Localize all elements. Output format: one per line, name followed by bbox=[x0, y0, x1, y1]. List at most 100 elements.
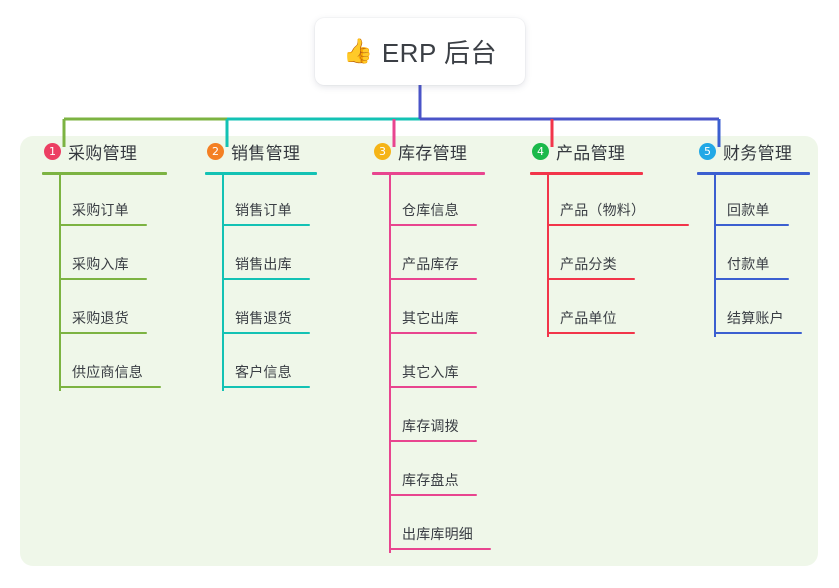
column-title: 采购管理 bbox=[68, 143, 138, 163]
column-badge-icon: 1 bbox=[44, 142, 61, 160]
column-header-rule bbox=[697, 172, 810, 175]
column-badge-icon: 4 bbox=[532, 142, 549, 160]
list-item-rule bbox=[389, 386, 477, 388]
list-item-label: 产品库存 bbox=[402, 256, 459, 272]
list-item[interactable]: 供应商信息 bbox=[42, 337, 167, 391]
list-item-label: 其它出库 bbox=[402, 310, 459, 326]
list-item-label: 库存调拨 bbox=[402, 418, 459, 434]
column-spine bbox=[714, 175, 716, 337]
list-item-label: 结算账户 bbox=[727, 310, 784, 326]
list-item[interactable]: 付款单 bbox=[697, 229, 810, 283]
list-item[interactable]: 采购退货 bbox=[42, 283, 167, 337]
column-spine bbox=[547, 175, 549, 337]
root-title-card[interactable]: 👍 ERP 后台 bbox=[315, 18, 525, 85]
column-badge-icon: 2 bbox=[207, 142, 224, 160]
column-2: 2 销售管理销售订单销售出库销售退货客户信息 bbox=[205, 136, 317, 391]
list-item[interactable]: 回款单 bbox=[697, 175, 810, 229]
list-item-rule bbox=[389, 494, 477, 496]
list-item-rule bbox=[59, 224, 147, 226]
list-item[interactable]: 产品（物料） bbox=[530, 175, 689, 229]
list-item-label: 采购订单 bbox=[72, 202, 129, 218]
column-spine bbox=[389, 175, 391, 553]
list-item-rule bbox=[547, 278, 635, 280]
list-item[interactable]: 其它入库 bbox=[372, 337, 485, 391]
column-items: 销售订单销售出库销售退货客户信息 bbox=[205, 175, 317, 391]
column-4: 4 产品管理产品（物料） 产品分类产品单位 bbox=[530, 136, 689, 337]
list-item-label: 供应商信息 bbox=[72, 364, 143, 380]
list-item-rule bbox=[714, 224, 789, 226]
list-item-rule bbox=[389, 440, 477, 442]
list-item[interactable]: 产品库存 bbox=[372, 229, 485, 283]
list-item[interactable]: 产品分类 bbox=[530, 229, 643, 283]
root-title-inner: 👍 ERP 后台 bbox=[343, 33, 497, 70]
column-title: 产品管理 bbox=[556, 143, 626, 163]
list-item-rule bbox=[389, 224, 477, 226]
list-item-rule bbox=[59, 332, 147, 334]
column-header-3[interactable]: 3 库存管理 bbox=[372, 136, 485, 166]
column-title: 财务管理 bbox=[723, 143, 793, 163]
list-item-label: 回款单 bbox=[727, 202, 770, 218]
list-item[interactable]: 结算账户 bbox=[697, 283, 810, 337]
column-header-rule bbox=[42, 172, 167, 175]
column-spine bbox=[59, 175, 61, 391]
column-header-1[interactable]: 1 采购管理 bbox=[42, 136, 167, 166]
column-header-4[interactable]: 4 产品管理 bbox=[530, 136, 643, 166]
list-item[interactable]: 产品单位 bbox=[530, 283, 643, 337]
list-item-rule bbox=[222, 386, 310, 388]
column-header-2[interactable]: 2 销售管理 bbox=[205, 136, 317, 166]
list-item-rule bbox=[222, 332, 310, 334]
list-item-rule bbox=[389, 548, 491, 550]
list-item[interactable]: 库存调拨 bbox=[372, 391, 485, 445]
column-items: 采购订单采购入库采购退货供应商信息 bbox=[42, 175, 167, 391]
list-item-label: 库存盘点 bbox=[402, 472, 459, 488]
list-item[interactable]: 客户信息 bbox=[205, 337, 317, 391]
root-title-text: ERP 后台 bbox=[381, 38, 498, 68]
list-item[interactable]: 采购订单 bbox=[42, 175, 167, 229]
list-item-rule bbox=[714, 278, 789, 280]
column-header-rule bbox=[530, 172, 643, 175]
column-badge-icon: 3 bbox=[374, 142, 391, 160]
list-item-label: 销售出库 bbox=[235, 256, 292, 272]
list-item-rule bbox=[222, 278, 310, 280]
list-item[interactable]: 库存盘点 bbox=[372, 445, 485, 499]
list-item[interactable]: 销售出库 bbox=[205, 229, 317, 283]
list-item[interactable]: 销售订单 bbox=[205, 175, 317, 229]
list-item-rule bbox=[714, 332, 802, 334]
list-item-rule bbox=[389, 278, 477, 280]
column-items: 仓库信息产品库存其它出库其它入库库存调拨库存盘点出库库明细 bbox=[372, 175, 491, 553]
list-item[interactable]: 采购入库 bbox=[42, 229, 167, 283]
list-item-label: 付款单 bbox=[727, 256, 770, 272]
column-items: 产品（物料） 产品分类产品单位 bbox=[530, 175, 689, 337]
list-item[interactable]: 其它出库 bbox=[372, 283, 485, 337]
column-header-rule bbox=[372, 172, 485, 175]
column-header-5[interactable]: 5 财务管理 bbox=[697, 136, 810, 166]
list-item-label: 产品单位 bbox=[560, 310, 617, 326]
list-item-label: 销售订单 bbox=[235, 202, 292, 218]
list-item[interactable]: 销售退货 bbox=[205, 283, 317, 337]
list-item-label: 其它入库 bbox=[402, 364, 459, 380]
list-item-rule bbox=[222, 224, 310, 226]
list-item-label: 采购退货 bbox=[72, 310, 129, 326]
column-spine bbox=[222, 175, 224, 391]
column-header-rule bbox=[205, 172, 317, 175]
columns-container: 1 采购管理采购订单采购入库采购退货供应商信息 2 销售管理销售订单销售出库销售退货客… bbox=[20, 136, 818, 566]
list-item-label: 产品分类 bbox=[560, 256, 617, 272]
column-items: 回款单付款单结算账户 bbox=[697, 175, 810, 337]
list-item-label: 产品（物料） bbox=[560, 202, 646, 218]
list-item-rule bbox=[547, 332, 635, 334]
column-title: 库存管理 bbox=[398, 143, 468, 163]
column-title: 销售管理 bbox=[231, 143, 301, 163]
list-item-label: 销售退货 bbox=[235, 310, 292, 326]
column-5: 5 财务管理回款单付款单结算账户 bbox=[697, 136, 810, 337]
list-item-label: 采购入库 bbox=[72, 256, 129, 272]
column-1: 1 采购管理采购订单采购入库采购退货供应商信息 bbox=[42, 136, 167, 391]
list-item-label: 出库库明细 bbox=[402, 526, 473, 542]
list-item[interactable]: 仓库信息 bbox=[372, 175, 485, 229]
list-item-label: 客户信息 bbox=[235, 364, 292, 380]
list-item-rule bbox=[59, 278, 147, 280]
column-3: 3 库存管理仓库信息产品库存其它出库其它入库库存调拨库存盘点出库库明细 bbox=[372, 136, 491, 553]
column-badge-icon: 5 bbox=[699, 142, 716, 160]
thumbs-up-icon: 👍 bbox=[342, 37, 373, 65]
list-item[interactable]: 出库库明细 bbox=[372, 499, 491, 553]
list-item-rule bbox=[389, 332, 477, 334]
